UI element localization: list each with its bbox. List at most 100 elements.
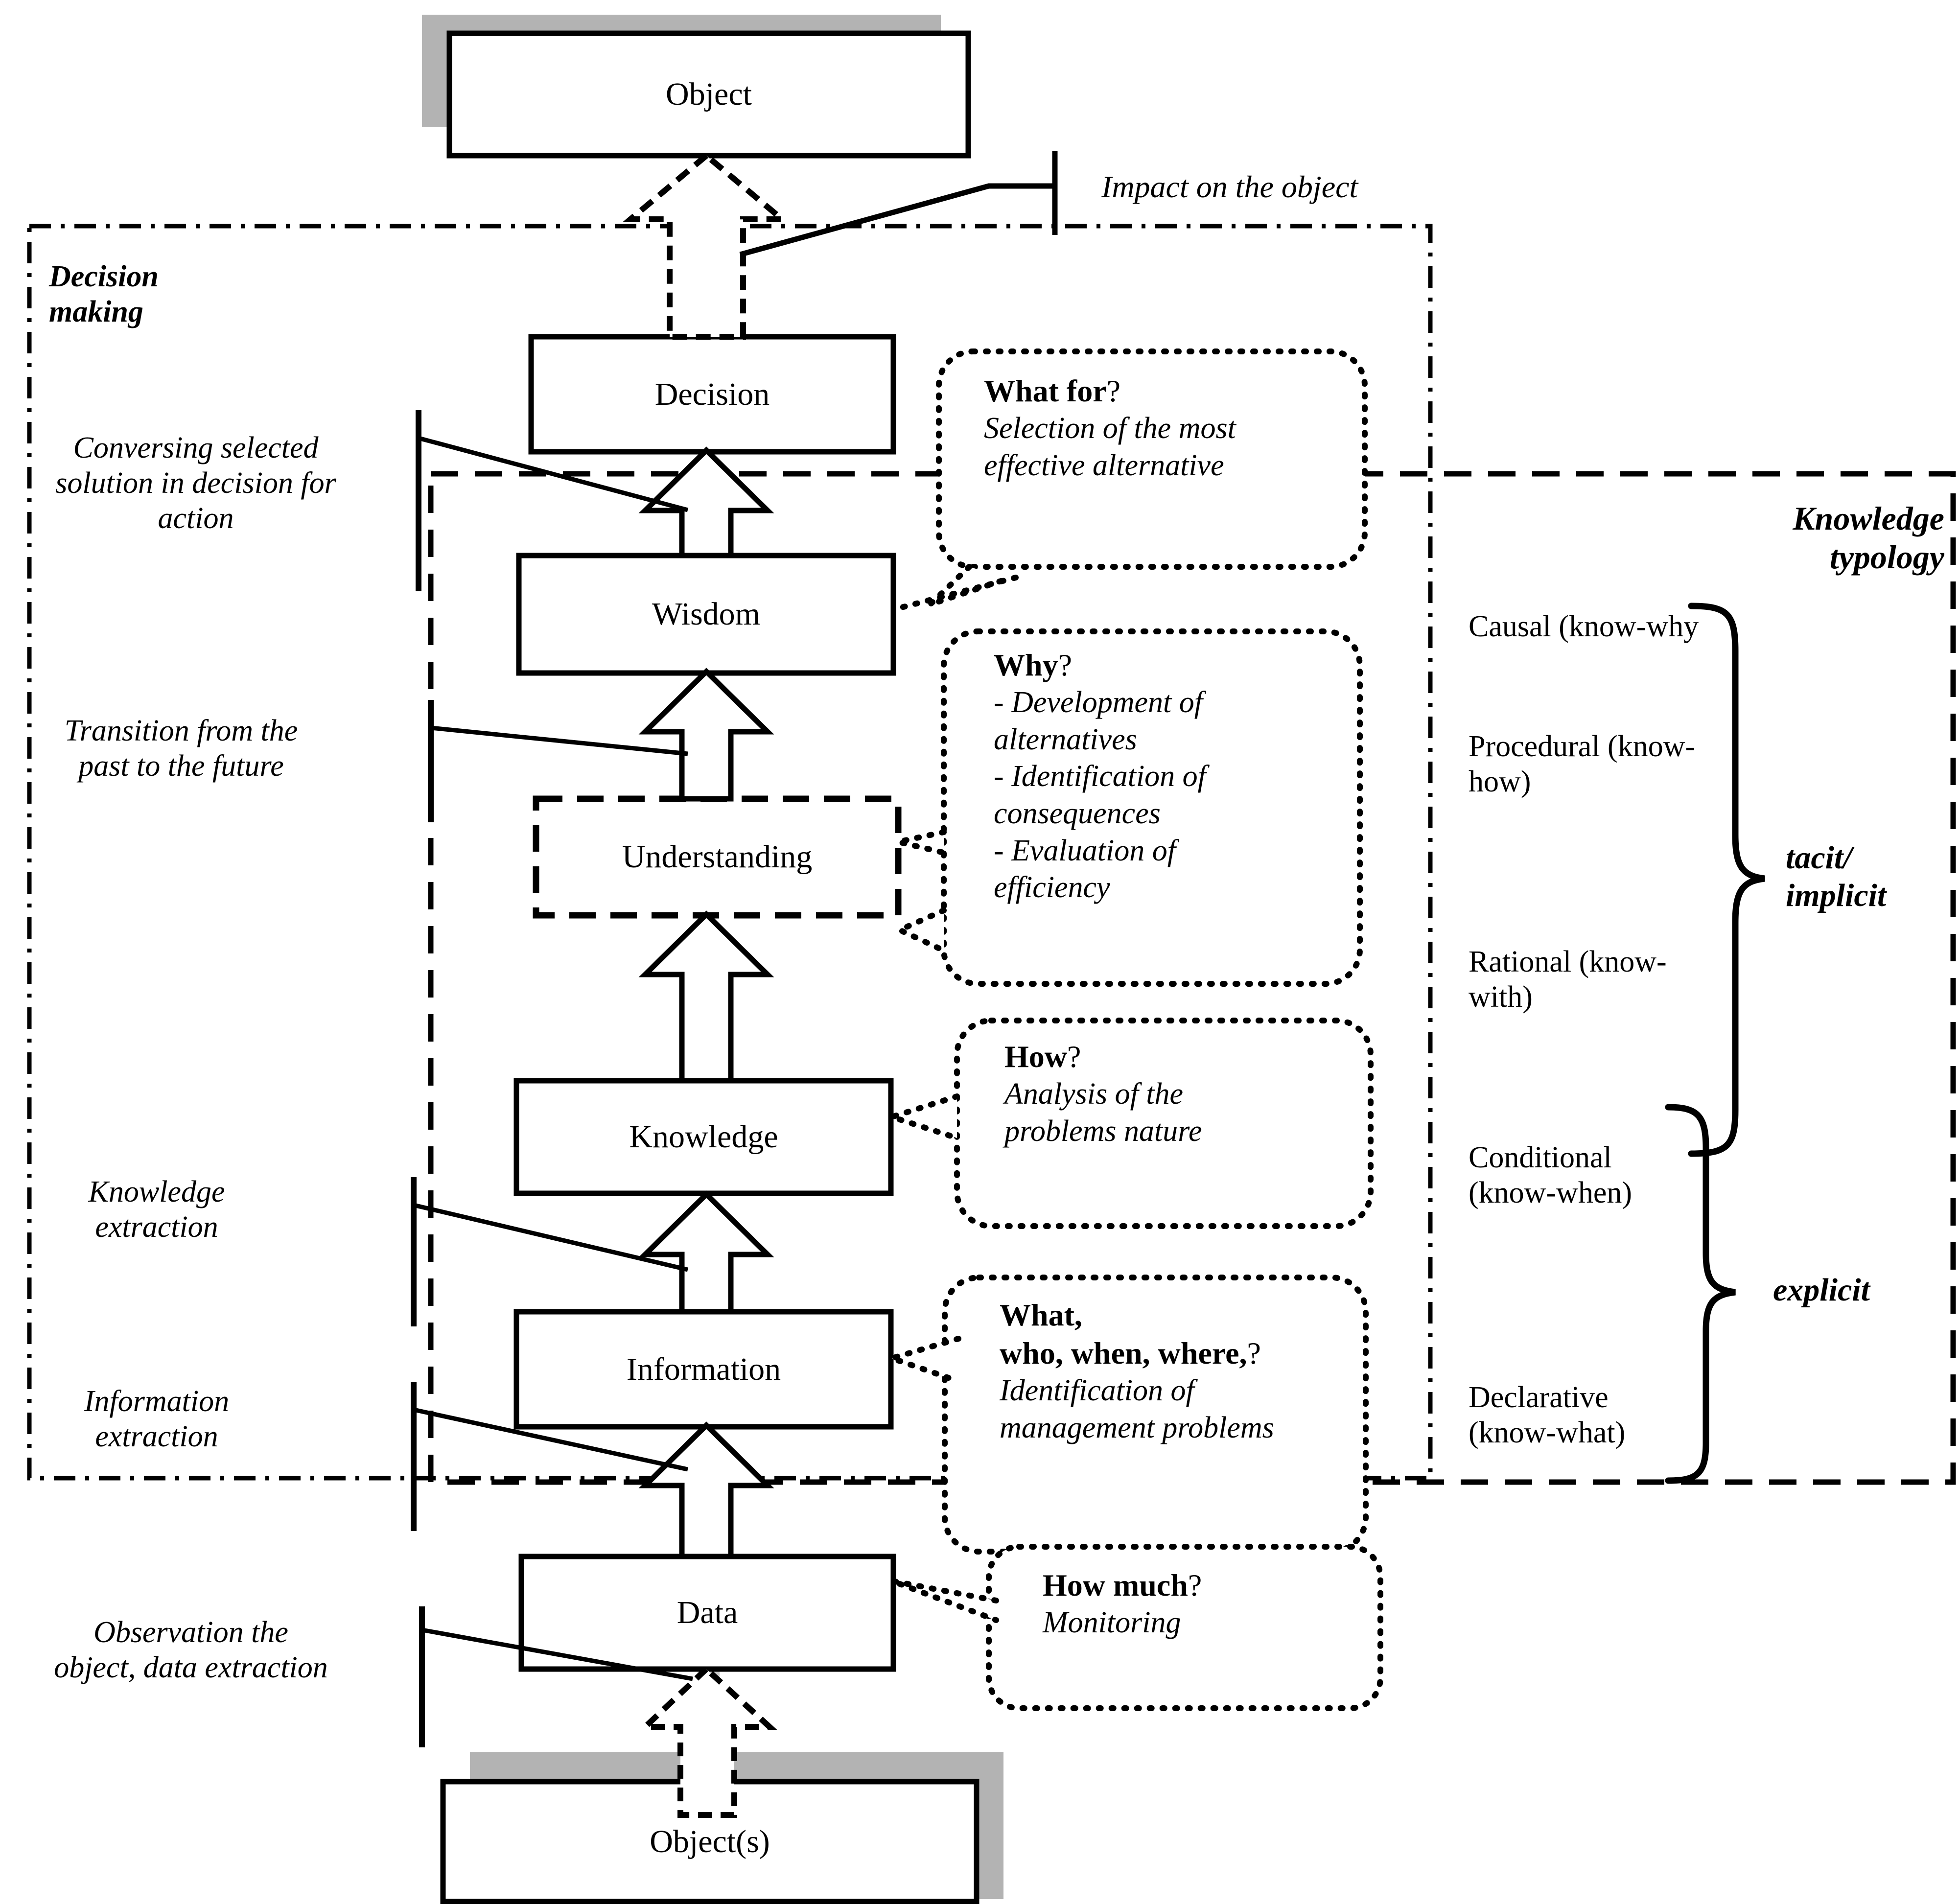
stage-conversing-line3: action bbox=[158, 501, 234, 535]
callout-text-how-much: How much? Monitoring bbox=[1043, 1566, 1385, 1642]
stage-label-observation: Observation the object, data extraction bbox=[10, 1615, 372, 1686]
callout-why[interactable] bbox=[892, 628, 1363, 987]
leader-transition bbox=[430, 725, 688, 756]
knowledge-typology-title-line2: typology bbox=[1829, 538, 1944, 576]
callout-what-who-question-line1: What, bbox=[1000, 1298, 1082, 1332]
typology-declarative-line1: Declarative bbox=[1469, 1381, 1609, 1414]
callout-why-answer-4: consequences bbox=[994, 796, 1161, 830]
understanding-label: Understanding bbox=[622, 839, 813, 875]
stage-observation-line1: Observation the bbox=[93, 1616, 288, 1649]
knowledge-label: Knowledge bbox=[629, 1119, 778, 1155]
decision-label: Decision bbox=[654, 376, 770, 412]
stage-conversing-line2: solution in decision for bbox=[55, 466, 336, 500]
wisdom-label: Wisdom bbox=[652, 596, 760, 632]
typology-group-tacit-implicit: tacit/ implicit bbox=[1786, 839, 1952, 914]
callout-how-much-answer-1: Monitoring bbox=[1043, 1606, 1181, 1640]
stage-information-extraction-line2: extraction bbox=[95, 1419, 218, 1453]
callout-what-for[interactable] bbox=[897, 348, 1368, 611]
brace-tacit-implicit bbox=[1688, 603, 1765, 1157]
stage-conversing-line1: Conversing selected bbox=[73, 431, 319, 464]
callout-how-much-question: How much? bbox=[1043, 1568, 1202, 1602]
arrow-understanding-to-wisdom bbox=[638, 668, 774, 802]
callout-what-who-qmark: ? bbox=[1247, 1336, 1261, 1371]
callout-how-much[interactable] bbox=[890, 1544, 1383, 1711]
arrow-objects-to-data bbox=[637, 1665, 777, 1818]
callout-what-for-answer-1: Selection of the most bbox=[984, 412, 1236, 445]
arrow-wisdom-to-decision bbox=[638, 446, 774, 558]
callout-how[interactable] bbox=[882, 1018, 1374, 1229]
typology-conditional-line2: (know-when) bbox=[1469, 1176, 1632, 1209]
stage-knowledge-extraction-line1: Knowledge bbox=[88, 1175, 225, 1208]
callout-why-question: Why? bbox=[994, 648, 1072, 682]
leader-observation bbox=[421, 1627, 693, 1681]
callout-text-what-who-when-where: What, who, when, where,? Identification … bbox=[1000, 1296, 1372, 1446]
typology-conditional-line1: Conditional bbox=[1469, 1141, 1612, 1174]
typology-item-procedural: Procedural (know- how) bbox=[1469, 729, 1733, 800]
callout-why-answer-1: - Development of bbox=[994, 686, 1203, 720]
callout-why-answer-3: - Identification of bbox=[994, 760, 1206, 793]
decision-making-title-line2: making bbox=[49, 295, 143, 328]
leader-conversing bbox=[418, 436, 689, 512]
information-label: Information bbox=[626, 1351, 781, 1387]
typology-group-explicit-line1: explicit bbox=[1773, 1272, 1870, 1308]
stage-information-extraction-line1: Information bbox=[84, 1385, 230, 1418]
typology-causal-line1: Causal (know-why bbox=[1469, 610, 1699, 643]
callout-text-what-for: What for? Selection of the most effectiv… bbox=[984, 372, 1327, 484]
stage-label-knowledge-extraction: Knowledge extraction bbox=[15, 1175, 299, 1245]
stage-observation-line2: object, data extraction bbox=[54, 1650, 328, 1684]
callout-why-answer-5: - Evaluation of bbox=[994, 834, 1176, 867]
decision-box[interactable] bbox=[528, 334, 896, 455]
typology-item-conditional: Conditional (know-when) bbox=[1469, 1140, 1733, 1211]
typology-rational-line1: Rational (know- bbox=[1469, 945, 1667, 978]
leader-knowledge-extraction bbox=[413, 1203, 689, 1272]
callout-why-answer-6: efficiency bbox=[994, 871, 1110, 905]
callout-what-who-question-line2: who, when, where,? bbox=[1000, 1336, 1261, 1371]
stage-label-conversing: Conversing selected solution in decision… bbox=[15, 431, 377, 536]
callout-how-answer-1: Analysis of the bbox=[1004, 1077, 1184, 1111]
callout-how-question: How? bbox=[1004, 1039, 1081, 1074]
decision-making-frame-title: Decision making bbox=[49, 259, 255, 330]
data-box[interactable] bbox=[518, 1554, 896, 1672]
arrow-decision-to-object bbox=[622, 152, 791, 340]
typology-group-tacit-line2: implicit bbox=[1786, 877, 1887, 913]
arrow-knowledge-to-understanding bbox=[638, 910, 774, 1084]
stage-label-transition: Transition from the past to the future bbox=[15, 714, 348, 784]
stage-label-information-extraction: Information extraction bbox=[15, 1384, 299, 1455]
callout-what-who-answer-2: management problems bbox=[1000, 1411, 1274, 1444]
brace-explicit bbox=[1665, 1104, 1736, 1484]
impact-on-object-label: Impact on the object bbox=[1101, 169, 1358, 204]
callout-how-answer-2: problems nature bbox=[1004, 1114, 1202, 1148]
callout-how-qmark: ? bbox=[1067, 1039, 1081, 1074]
callout-text-why: Why? - Development of alternatives - Ide… bbox=[994, 646, 1336, 906]
knowledge-typology-frame-title: Knowledge typology bbox=[1592, 499, 1944, 577]
typology-procedural-line2: how) bbox=[1469, 765, 1531, 798]
typology-item-causal: Causal (know-why bbox=[1469, 609, 1743, 645]
leader-information-extraction bbox=[413, 1407, 688, 1472]
typology-item-rational: Rational (know- with) bbox=[1469, 945, 1733, 1015]
impact-leader-line bbox=[739, 183, 1055, 257]
callout-why-qmark: ? bbox=[1058, 648, 1072, 682]
callout-what-for-question: What for? bbox=[984, 373, 1121, 408]
arrow-information-to-knowledge bbox=[638, 1190, 774, 1315]
object-top-box[interactable] bbox=[446, 30, 971, 159]
typology-declarative-line2: (know-what) bbox=[1469, 1416, 1626, 1449]
information-box[interactable] bbox=[513, 1309, 894, 1430]
object-top-label: Object bbox=[666, 76, 752, 112]
typology-item-declarative: Declarative (know-what) bbox=[1469, 1380, 1733, 1451]
arrow-data-to-information bbox=[638, 1421, 774, 1559]
callout-what-for-answer-2: effective alternative bbox=[984, 448, 1224, 482]
typology-group-tacit-line1: tacit/ bbox=[1786, 840, 1852, 876]
callout-why-answer-2: alternatives bbox=[994, 722, 1137, 756]
callout-how-much-qmark: ? bbox=[1188, 1568, 1202, 1602]
callout-what-who-answer-1: Identification of bbox=[1000, 1374, 1194, 1408]
typology-group-explicit: explicit bbox=[1773, 1272, 1939, 1309]
stage-transition-line1: Transition from the bbox=[64, 714, 298, 747]
decision-making-title-line1: Decision bbox=[49, 260, 159, 293]
typology-rational-line2: with) bbox=[1469, 980, 1533, 1014]
callout-what-for-qmark: ? bbox=[1106, 373, 1121, 408]
stage-transition-line2: past to the future bbox=[78, 749, 284, 783]
typology-procedural-line1: Procedural (know- bbox=[1469, 730, 1696, 763]
stage-knowledge-extraction-line2: extraction bbox=[95, 1210, 218, 1244]
